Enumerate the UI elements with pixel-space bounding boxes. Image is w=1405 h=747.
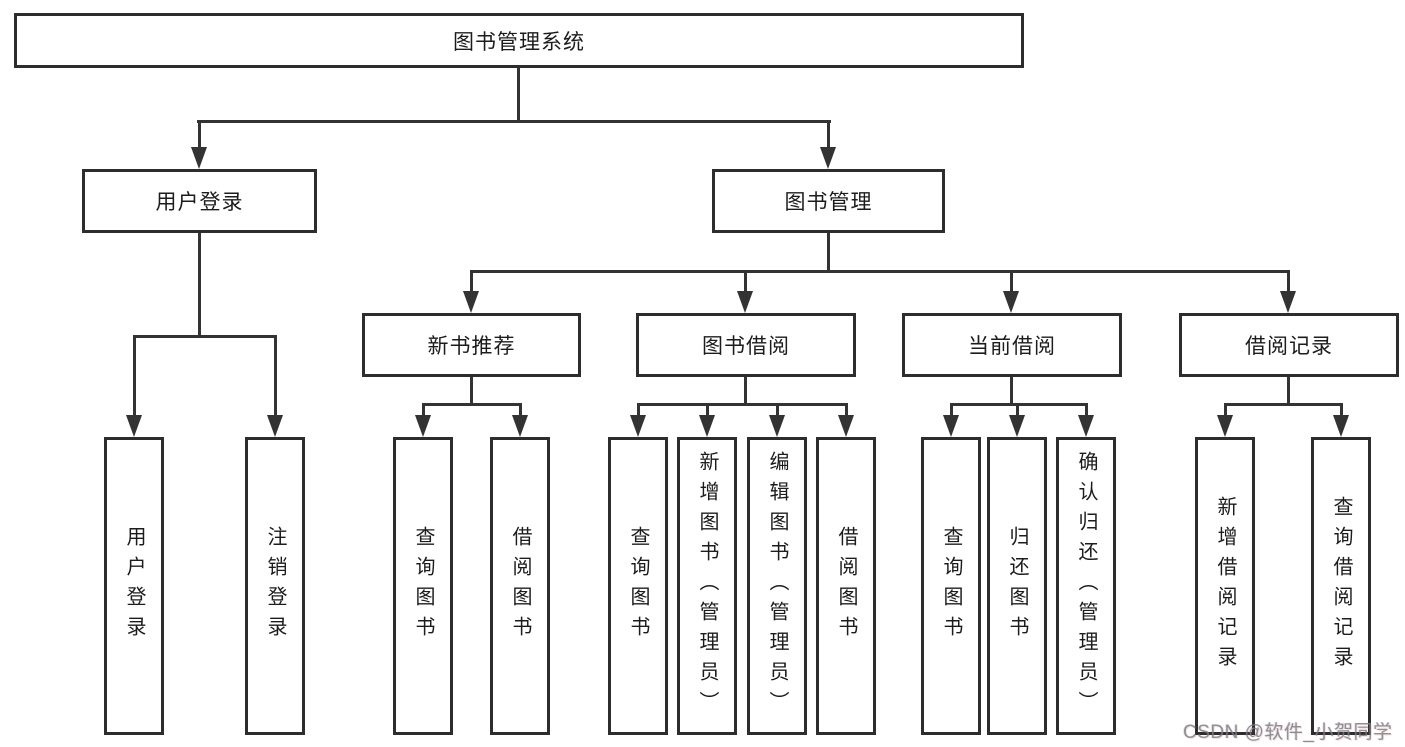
node-book-borrow-label: 图书借阅: [702, 335, 790, 358]
connector-book-borrow-bar: [637, 403, 848, 406]
arrowhead-cb-confirm: [1078, 415, 1094, 437]
leaf-newbook-borrow-books: 借阅图书: [490, 437, 550, 735]
arrowhead-cb-query: [943, 415, 959, 437]
leaf-logout: 注销登录: [245, 437, 305, 735]
arrowhead-nb-borrow: [512, 415, 528, 437]
node-current-borrow-label: 当前借阅: [968, 335, 1056, 358]
leaf-borrow-borrow-books: 借阅图书: [816, 437, 876, 735]
leaf-logout-label: 注销登录: [264, 526, 286, 646]
leaf-records-query-record: 查询借阅记录: [1311, 437, 1371, 735]
node-borrow-records-label: 借阅记录: [1245, 335, 1333, 358]
leaf-current-return-books-label: 归还图书: [1006, 526, 1028, 646]
node-library-system: 图书管理系统: [14, 13, 1024, 68]
node-book-borrow: 图书借阅: [636, 313, 856, 377]
connector-borrow-records-stem: [1287, 375, 1290, 406]
connector-stem-borrow-records: [1287, 270, 1290, 293]
leaf-current-query-books: 查询图书: [921, 437, 981, 735]
connector-stem-nb-query: [422, 403, 425, 417]
arrowhead-leaf-user-login: [126, 415, 142, 437]
leaf-current-query-books-label: 查询图书: [940, 526, 962, 646]
connector-stem-user-login: [198, 120, 201, 149]
arrowhead-br-query: [1333, 415, 1349, 437]
leaf-borrow-add-books-admin-label: 新增图书（管理员）: [696, 451, 718, 721]
node-new-book-recommend: 新书推荐: [362, 313, 581, 377]
connector-stem-leaf-logout: [274, 335, 277, 417]
connector-stem-book-borrow: [744, 270, 747, 293]
watermark: CSDN @软件_小贺同学: [1183, 722, 1393, 743]
arrowhead-new-book: [463, 291, 479, 313]
connector-current-borrow-stem: [1010, 375, 1013, 406]
arrowhead-book-borrow: [737, 291, 753, 313]
connector-user-login-bar: [133, 335, 277, 338]
connector-stem-new-book: [470, 270, 473, 293]
leaf-records-add-record-label: 新增借阅记录: [1214, 496, 1236, 676]
connector-stem-book-management: [827, 120, 830, 149]
leaf-user-login: 用户登录: [104, 437, 164, 735]
arrowhead-book-management: [820, 147, 836, 169]
connector-stem-cb-confirm: [1085, 403, 1088, 417]
connector-book-management-stem: [827, 231, 830, 272]
connector-stem-bb-add: [706, 403, 709, 417]
connector-stem-current-borrow: [1010, 270, 1013, 293]
connector-new-book-bar: [422, 403, 522, 406]
arrowhead-user-login: [191, 147, 207, 169]
arrowhead-bb-edit: [769, 415, 785, 437]
leaf-newbook-borrow-books-label: 借阅图书: [509, 526, 531, 646]
connector-current-borrow-bar: [950, 403, 1088, 406]
node-borrow-records: 借阅记录: [1179, 313, 1399, 377]
leaf-current-confirm-return-admin-label: 确认归还（管理员）: [1075, 451, 1097, 721]
node-new-book-recommend-label: 新书推荐: [427, 335, 516, 358]
leaf-borrow-edit-books-admin-label: 编辑图书（管理员）: [766, 451, 788, 721]
leaf-newbook-query-books: 查询图书: [393, 437, 453, 735]
leaf-borrow-edit-books-admin: 编辑图书（管理员）: [747, 437, 807, 735]
leaf-newbook-query-books-label: 查询图书: [412, 526, 434, 646]
leaf-borrow-add-books-admin: 新增图书（管理员）: [677, 437, 737, 735]
leaf-records-query-record-label: 查询借阅记录: [1330, 496, 1352, 676]
connector-stem-bb-query: [637, 403, 640, 417]
connector-new-book-stem: [470, 375, 473, 406]
connector-stem-cb-query: [950, 403, 953, 417]
leaf-current-return-books: 归还图书: [987, 437, 1047, 735]
node-user-login-label: 用户登录: [155, 191, 244, 214]
arrowhead-borrow-records: [1280, 291, 1296, 313]
arrowhead-cb-return: [1009, 415, 1025, 437]
leaf-records-add-record: 新增借阅记录: [1195, 437, 1255, 735]
connector-stem-bb-edit: [776, 403, 779, 417]
connector-stem-cb-return: [1016, 403, 1019, 417]
node-book-management-label: 图书管理: [784, 191, 873, 214]
connector-root-stem: [517, 66, 520, 122]
connector-user-login-stem: [198, 231, 201, 337]
arrowhead-current-borrow: [1003, 291, 1019, 313]
leaf-borrow-borrow-books-label: 借阅图书: [835, 526, 857, 646]
arrowhead-bb-borrow: [838, 415, 854, 437]
node-library-system-label: 图书管理系统: [453, 30, 585, 54]
arrowhead-leaf-logout: [267, 415, 283, 437]
connector-borrow-records-bar: [1224, 403, 1343, 406]
arrowhead-br-add: [1217, 415, 1233, 437]
connector-root-bar: [197, 120, 831, 123]
leaf-borrow-query-books-label: 查询图书: [627, 526, 649, 646]
connector-stem-leaf-user-login: [133, 335, 136, 417]
arrowhead-bb-add: [699, 415, 715, 437]
leaf-borrow-query-books: 查询图书: [608, 437, 668, 735]
arrowhead-nb-query: [415, 415, 431, 437]
connector-stem-br-add: [1224, 403, 1227, 417]
connector-stem-bb-borrow: [845, 403, 848, 417]
connector-book-management-bar: [470, 270, 1290, 273]
arrowhead-bb-query: [630, 415, 646, 437]
leaf-current-confirm-return-admin: 确认归还（管理员）: [1056, 437, 1116, 735]
connector-stem-br-query: [1340, 403, 1343, 417]
leaf-user-login-label: 用户登录: [123, 526, 145, 646]
node-book-management: 图书管理: [712, 169, 945, 233]
node-current-borrow: 当前借阅: [902, 313, 1122, 377]
connector-stem-nb-borrow: [519, 403, 522, 417]
connector-book-borrow-stem: [744, 375, 747, 406]
node-user-login: 用户登录: [82, 169, 317, 233]
